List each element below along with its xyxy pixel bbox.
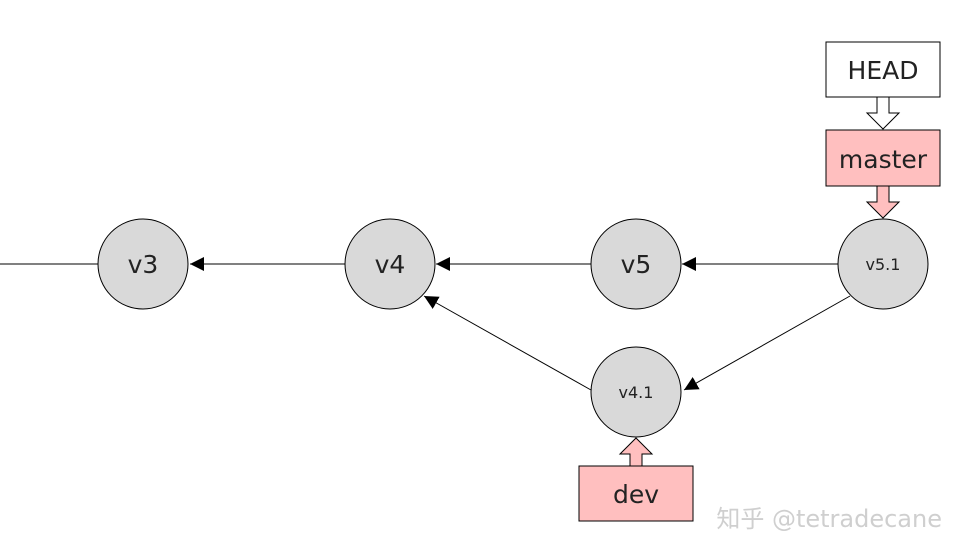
commit-node-v3: v3 [97,218,189,310]
commit-node-v4: v4 [344,218,436,310]
commit-node-v5: v5 [590,218,682,310]
commit-label-v4: v4 [375,250,406,279]
master-branch-ref: master [825,129,941,187]
edge-v4-1-to-v4 [423,295,592,391]
watermark: 知乎 @tetradecane [716,505,942,533]
edge-v5-1-to-v4-1 [683,295,851,391]
master-label: master [839,145,928,174]
dev-branch-ref: dev [578,465,694,522]
dev-label: dev [613,480,659,509]
commit-label-v4-1: v4.1 [619,383,654,402]
commit-label-v5: v5 [621,250,652,279]
dev-pointer-arrow-icon [618,437,654,468]
commit-label-v3: v3 [128,250,159,279]
head-ref: HEAD [825,41,941,98]
commit-node-v4-1: v4.1 [590,346,682,438]
head-label: HEAD [848,56,919,85]
head-to-master-arrow-icon [865,96,901,130]
master-pointer-arrow-icon [865,185,901,219]
commit-label-v5-1: v5.1 [866,255,901,274]
commit-node-v5-1: v5.1 [837,218,929,310]
